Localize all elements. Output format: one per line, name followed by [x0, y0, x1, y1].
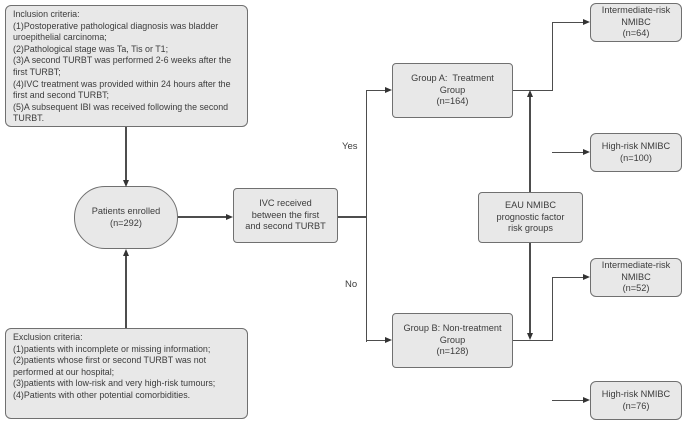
connector-yes-into-group-a	[366, 89, 385, 91]
connector-group-b-out	[513, 340, 553, 342]
high-risk-b-node: High-risk NMIBC (n=76)	[590, 381, 682, 420]
arrowhead-into-group-b	[385, 337, 392, 344]
arrowhead-into-ivc	[226, 213, 233, 220]
arrowhead-into-intermediate-b	[583, 274, 590, 281]
connector-to-high-b	[552, 400, 583, 402]
connector-yes-no-branch	[366, 89, 368, 342]
connector-exclusion-to-enrolled	[125, 256, 127, 328]
edge-label-yes: Yes	[342, 141, 358, 152]
connector-branch-b	[552, 277, 554, 341]
connector-branch-a	[552, 22, 554, 91]
connector-to-intermediate-b	[552, 277, 583, 279]
connector-no-into-group-b	[366, 340, 385, 342]
connector-to-high-a	[552, 152, 583, 154]
connector-inclusion-to-enrolled	[125, 127, 127, 180]
arrowhead-into-high-b	[583, 397, 590, 404]
arrowhead-down-into-enrolled	[122, 180, 129, 187]
arrowhead-eau-down	[526, 333, 533, 340]
arrowhead-into-group-a	[385, 86, 392, 93]
arrowhead-up-into-enrolled	[122, 249, 129, 256]
patients-enrolled-node: Patients enrolled (n=292)	[74, 186, 178, 249]
eau-risk-groups-node: EAU NMIBC prognostic factor risk groups	[478, 192, 583, 243]
group-a-node: Group A: Treatment Group (n=164)	[392, 63, 513, 118]
exclusion-criteria-box: Exclusion criteria: (1)patients with inc…	[5, 328, 248, 419]
connector-enrolled-to-ivc	[178, 216, 226, 218]
arrowhead-into-high-a	[583, 149, 590, 156]
edge-label-no: No	[345, 279, 358, 290]
inclusion-criteria-box: Inclusion criteria: (1)Postoperative pat…	[5, 5, 248, 127]
connector-eau-down	[529, 243, 531, 333]
group-b-node: Group B: Non-treatment Group (n=128)	[392, 313, 513, 368]
connector-to-intermediate-a	[552, 22, 583, 24]
connector-group-a-out	[513, 89, 553, 91]
intermediate-risk-b-node: Intermediate-risk NMIBC (n=52)	[590, 258, 682, 297]
arrowhead-into-intermediate-a	[583, 19, 590, 26]
arrowhead-eau-up	[526, 90, 533, 97]
high-risk-a-node: High-risk NMIBC (n=100)	[590, 133, 682, 172]
ivc-received-node: IVC received between the first and secon…	[233, 188, 338, 243]
connector-eau-up	[529, 97, 531, 192]
connector-ivc-out	[338, 216, 367, 218]
intermediate-risk-a-node: Intermediate-risk NMIBC (n=64)	[590, 3, 682, 42]
